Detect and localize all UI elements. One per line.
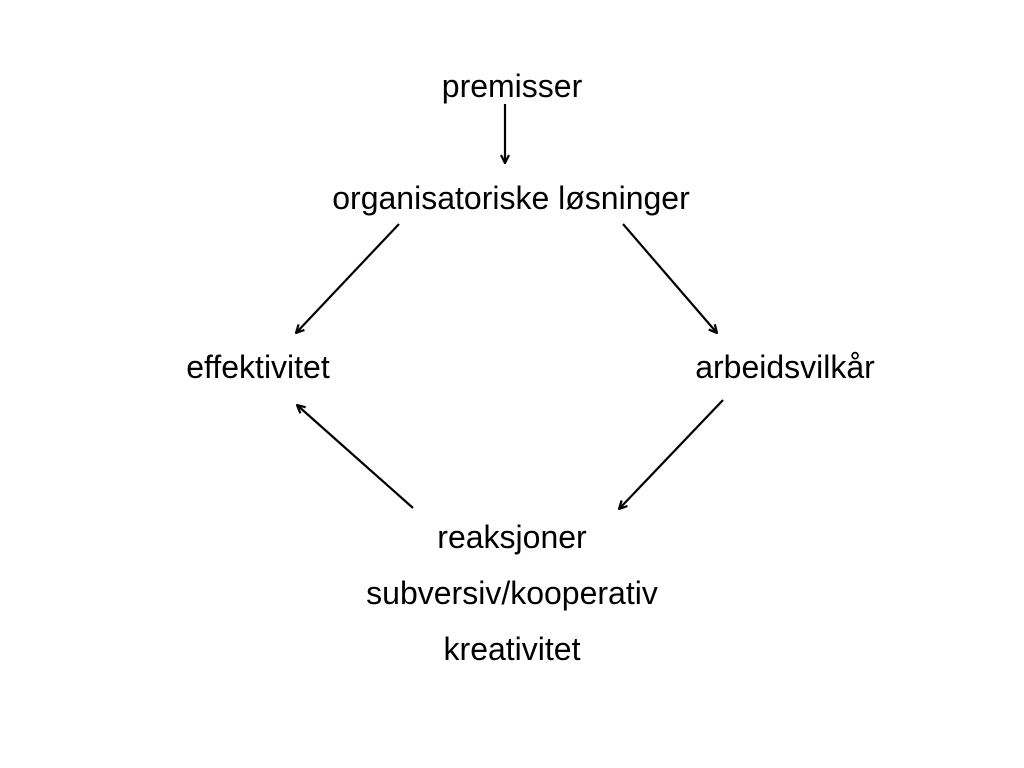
arrow-reaksjoner-to-effektivitet <box>297 405 414 509</box>
node-reaksjoner: reaksjoner <box>437 519 587 555</box>
node-kreativitet: kreativitet <box>443 631 581 667</box>
node-premisser: premisser <box>441 68 583 104</box>
arrow-organisatoriske-to-arbeidsvilkar <box>622 223 717 333</box>
node-arbeidsvilkar: arbeidsvilkår <box>695 349 875 385</box>
arrow-organisatoriske-to-effektivitet <box>296 223 400 333</box>
node-subversiv-kooperativ: subversiv/kooperativ <box>366 575 658 611</box>
node-effektivitet: effektivitet <box>186 349 330 385</box>
node-organisatoriske-losninger: organisatoriske løsninger <box>332 180 690 216</box>
arrow-arbeidsvilkar-to-reaksjoner <box>619 399 724 509</box>
